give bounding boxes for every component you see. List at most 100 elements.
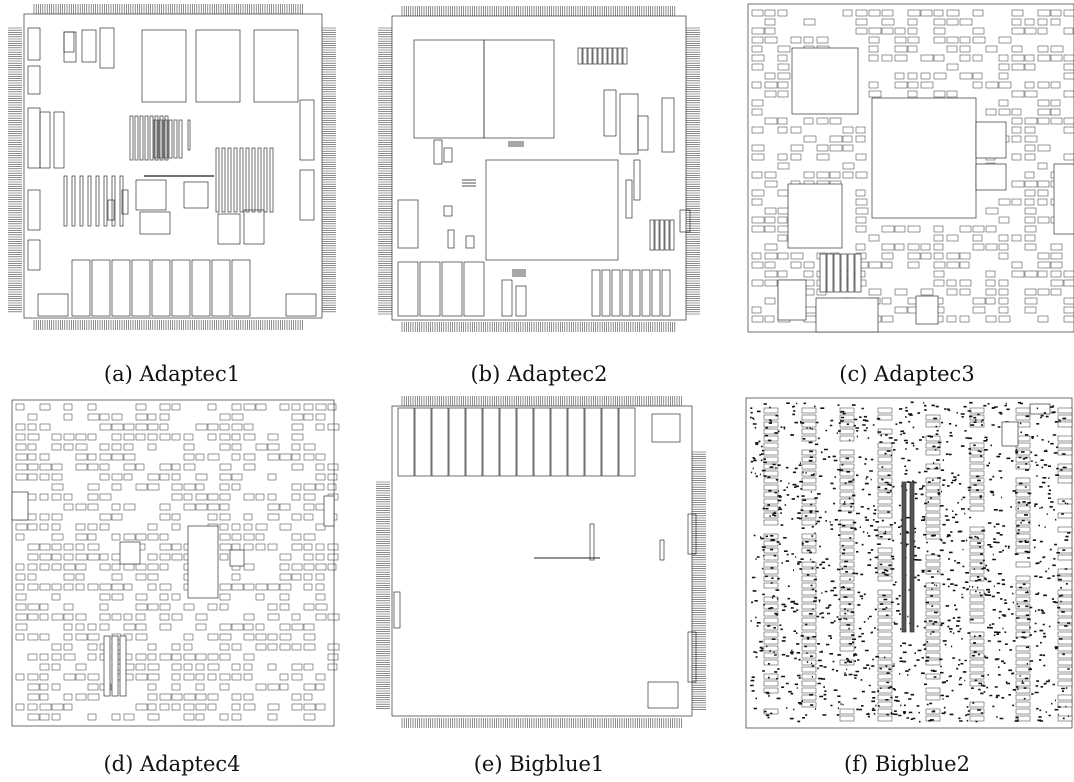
block (195, 473, 208, 481)
block (777, 216, 788, 224)
block (969, 715, 985, 722)
block (777, 72, 791, 80)
block (854, 253, 862, 293)
block (925, 652, 941, 659)
block (243, 613, 255, 621)
block (15, 533, 25, 541)
block (315, 543, 325, 551)
block (103, 635, 111, 697)
block (1024, 18, 1035, 26)
block (515, 285, 527, 317)
block (63, 443, 74, 451)
block (567, 407, 585, 477)
block (1024, 180, 1038, 188)
block (39, 553, 52, 561)
die-outline (745, 397, 1073, 729)
block (291, 703, 303, 711)
block (763, 456, 779, 463)
block (195, 673, 205, 681)
block (909, 481, 915, 633)
block (75, 583, 85, 591)
block (1057, 512, 1073, 519)
io-pad-strip (401, 6, 676, 16)
block (764, 270, 778, 278)
block (777, 153, 788, 161)
block (1011, 180, 1025, 188)
block (279, 623, 291, 631)
block (839, 624, 855, 631)
block (315, 703, 326, 711)
block (751, 189, 765, 197)
block (63, 623, 73, 631)
block (171, 703, 181, 711)
block (877, 407, 893, 414)
block (894, 225, 906, 233)
block (134, 115, 139, 161)
block (801, 582, 817, 589)
block (99, 463, 110, 471)
block (299, 169, 315, 221)
block (99, 473, 110, 481)
block (441, 261, 463, 317)
block (847, 253, 855, 293)
block (839, 617, 855, 624)
block (303, 663, 314, 671)
block (99, 443, 110, 451)
block (1015, 414, 1031, 421)
block (219, 553, 229, 561)
block (63, 703, 73, 711)
block (592, 47, 598, 65)
block (877, 575, 893, 582)
block (829, 144, 843, 152)
block (1024, 225, 1037, 233)
block (763, 652, 779, 659)
block (87, 493, 99, 501)
block (801, 512, 817, 519)
block (255, 403, 267, 411)
block (303, 683, 316, 691)
block (183, 463, 196, 471)
block (751, 171, 763, 179)
block (99, 583, 112, 591)
block (881, 315, 894, 323)
block (119, 635, 127, 697)
block (803, 18, 816, 26)
block (998, 216, 1010, 224)
block (998, 306, 1009, 314)
block (985, 279, 996, 287)
block (751, 315, 764, 323)
block (933, 243, 944, 251)
block (159, 513, 171, 521)
block (1057, 470, 1073, 477)
block (855, 243, 866, 251)
block (969, 596, 985, 603)
block (141, 29, 187, 103)
block (1050, 81, 1061, 89)
block (855, 198, 868, 206)
block (111, 413, 123, 421)
block (154, 115, 159, 161)
block (255, 543, 266, 551)
block (894, 81, 908, 89)
block (164, 115, 169, 161)
block (51, 683, 61, 691)
block (123, 463, 136, 471)
block (998, 252, 1009, 260)
block (651, 269, 661, 317)
block (894, 45, 908, 53)
block (763, 470, 779, 477)
block (173, 119, 178, 159)
block (219, 633, 232, 641)
block (1024, 306, 1037, 314)
block (315, 563, 327, 571)
block (51, 583, 62, 591)
block (985, 81, 999, 89)
io-pad-strip (401, 718, 682, 728)
block (649, 219, 655, 251)
block (925, 638, 941, 645)
block (826, 253, 834, 293)
block (315, 423, 325, 431)
block (998, 36, 1012, 44)
block (969, 414, 985, 421)
block (925, 491, 941, 498)
